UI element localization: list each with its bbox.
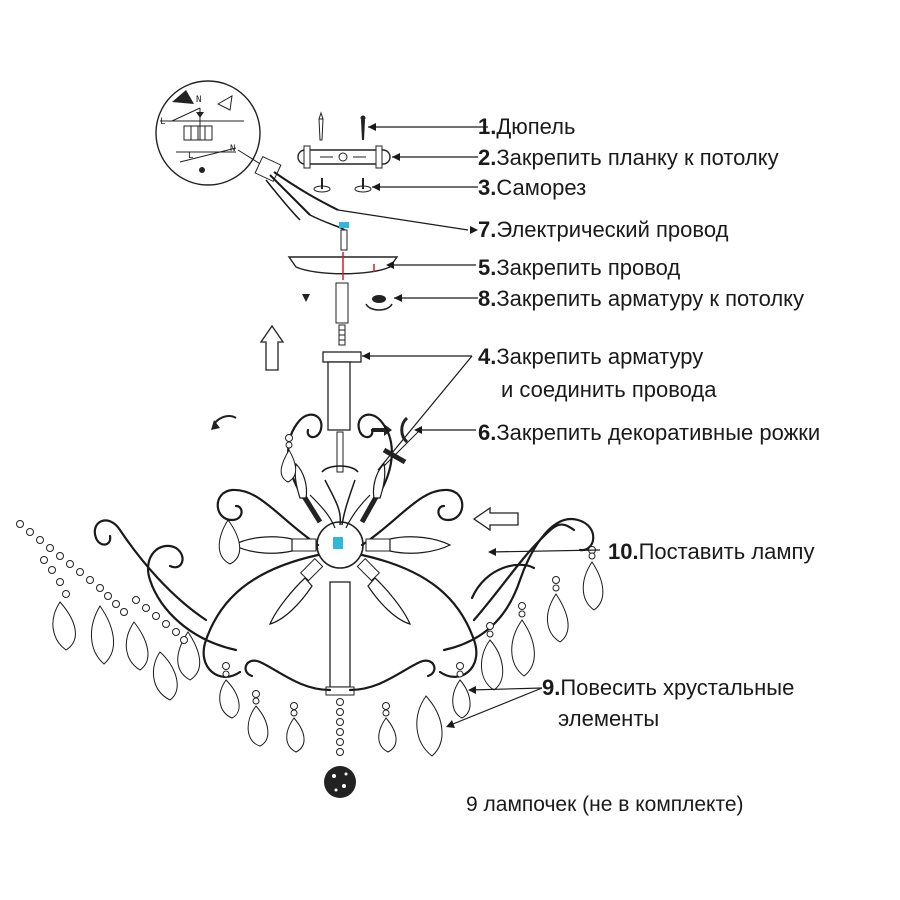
step-4-label-line2: и соединить провода xyxy=(501,377,717,402)
dowel-parts xyxy=(318,111,366,141)
step-5-label: 5.Закрепить провод xyxy=(478,255,680,280)
up-arrow-icon xyxy=(259,324,285,371)
step-6-label: 6.Закрепить декоративные рожки xyxy=(478,420,820,445)
step-4-label: 4.Закрепить арматуру xyxy=(478,344,703,369)
bead-chains xyxy=(16,434,596,756)
wire-label-n2: N xyxy=(230,144,235,154)
step-1-label: 1.Дюпель xyxy=(478,114,575,139)
canopy-fixings xyxy=(302,282,393,324)
step-2-label: 2.Закрепить планку к потолку xyxy=(478,145,779,170)
step-9-label-line2: элементы xyxy=(558,706,659,731)
wire-label-l: L xyxy=(160,117,165,127)
crystal-drops xyxy=(52,449,604,757)
step-3-label: 3.Саморез xyxy=(478,175,586,200)
wire-label-l2: L xyxy=(188,151,193,161)
rotation-arrow-icon xyxy=(211,415,409,444)
bulbs xyxy=(232,462,452,625)
step-9-label: 9.Повесить хрустальные xyxy=(542,675,794,700)
chain-rod xyxy=(322,324,362,473)
chandelier-frame xyxy=(93,413,595,696)
screws xyxy=(313,178,372,193)
terminal-block xyxy=(237,149,339,221)
step-7-label: 7.Электрический провод xyxy=(478,217,729,242)
ground-warning-icon xyxy=(172,90,194,104)
bulbs-note: 9 лампочек (не в комплекте) xyxy=(466,793,744,816)
wire-label-n: N xyxy=(196,95,201,105)
mounting-bar xyxy=(297,145,391,169)
step-labels: 1.Дюпель 2.Закрепить планку к потолку 3.… xyxy=(466,114,820,816)
canopy xyxy=(287,252,399,280)
wiring-inset: L N L N xyxy=(155,80,261,186)
step-10-label: 10.Поставить лампу xyxy=(608,539,814,564)
crystal-ball xyxy=(324,766,356,798)
step-8-label: 8.Закрепить арматуру к потолку xyxy=(478,286,804,311)
left-arrow-icon xyxy=(472,506,519,532)
